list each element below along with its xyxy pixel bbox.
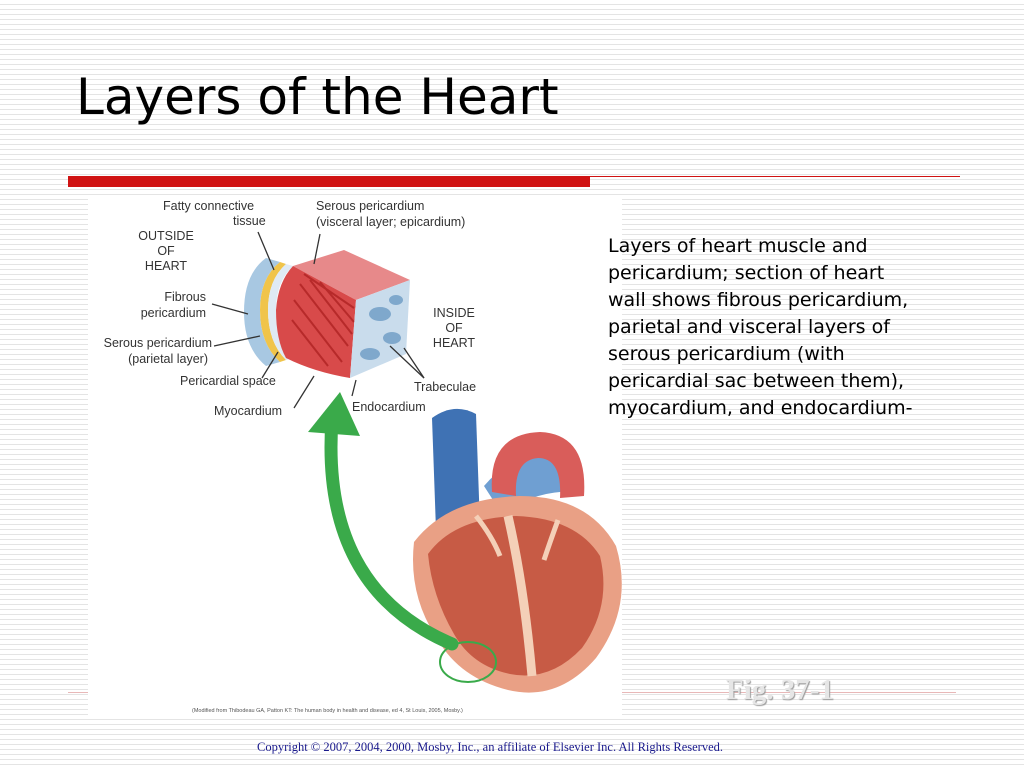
trabeculae-cavity — [389, 295, 403, 305]
myocardium-label: Myocardium — [214, 404, 282, 418]
copyright-notice: Copyright © 2007, 2004, 2000, Mosby, Inc… — [256, 740, 724, 754]
inside-heart-label: OF — [445, 321, 463, 335]
fatty-tissue-layer — [260, 262, 286, 362]
zoom-region-circle — [439, 641, 497, 683]
endocardium-label: Endocardium — [352, 400, 426, 414]
aortic-arch — [491, 432, 585, 498]
outside-heart-label: OF — [157, 244, 175, 258]
myocardium-block-front — [276, 266, 356, 378]
serous-parietal-label: Serous pericardium — [104, 336, 212, 350]
figure-credit: (Modified from Thibodeau GA, Patton KT: … — [192, 708, 463, 714]
heart-septum — [503, 514, 537, 677]
title-rule-accent — [68, 176, 590, 187]
pericardial-space-label: Pericardial space — [180, 374, 276, 388]
heart-layers-figure: Fatty connective tissue Serous pericardi… — [88, 196, 622, 718]
vena-cava — [432, 408, 480, 536]
zoom-arrow-head — [308, 392, 360, 436]
trabeculae-cavity — [369, 307, 391, 321]
heart-layers-illustration: Fatty connective tissue Serous pericardi… — [104, 199, 622, 714]
trabeculae-cavity — [383, 332, 401, 344]
inside-heart-label: HEART — [433, 336, 476, 350]
slide-title: Layers of the Heart — [76, 68, 559, 126]
fibrous-pericardium-label: Fibrous — [164, 290, 206, 304]
inside-heart-label: INSIDE — [433, 306, 475, 320]
zoom-arrow — [324, 413, 459, 651]
outside-heart-label: HEART — [145, 259, 188, 273]
serous-parietal-label: (parietal layer) — [128, 352, 208, 366]
serous-visceral-label: (visceral layer; epicardium) — [316, 215, 465, 229]
figure-number: Fig. 37-1 — [726, 674, 834, 706]
heart-valve — [474, 514, 561, 561]
bottom-rule — [622, 692, 956, 693]
title-rule-line — [590, 176, 960, 177]
trabeculae-label: Trabeculae — [414, 380, 476, 394]
bottom-rule — [68, 692, 88, 693]
leader-lines — [211, 231, 425, 409]
outside-heart-label: OUTSIDE — [138, 229, 194, 243]
fibrous-pericardium-layer — [244, 258, 280, 366]
fatty-tissue-label: tissue — [233, 214, 266, 228]
muscle-fibers — [291, 273, 355, 367]
pericardial-space-layer — [268, 264, 293, 360]
fibrous-pericardium-label: pericardium — [141, 306, 206, 320]
figure-caption: Layers of heart muscle and pericardium; … — [608, 235, 913, 419]
myocardium-block-top — [293, 250, 410, 300]
heart-interior — [428, 516, 604, 676]
serous-visceral-label: Serous pericardium — [316, 199, 424, 213]
trabeculae-cavity — [360, 348, 380, 360]
fatty-tissue-label: Fatty connective — [163, 199, 254, 213]
